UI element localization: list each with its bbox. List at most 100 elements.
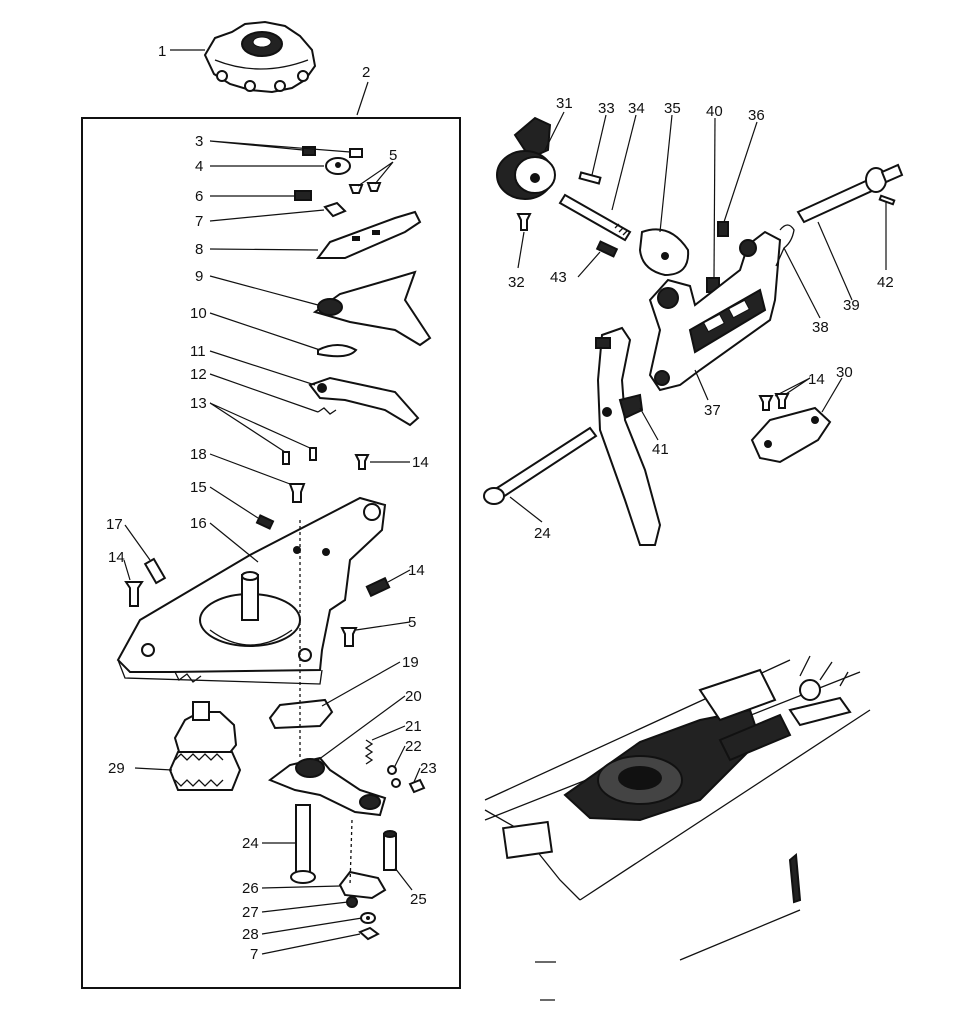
part-29-gears — [168, 701, 242, 791]
part-16-base-plate — [116, 496, 387, 685]
label-36: 36 — [748, 107, 765, 124]
part-7-nut-b — [358, 926, 380, 941]
label-22: 22 — [405, 738, 422, 755]
label-27: 27 — [242, 904, 259, 921]
part-35-cam — [638, 228, 690, 277]
part-3-screws — [302, 146, 363, 158]
label-34: 34 — [628, 100, 645, 117]
label-32: 32 — [508, 274, 525, 291]
label-1: 1 — [158, 43, 166, 60]
part-21-spring — [364, 739, 374, 765]
label-3: 3 — [195, 133, 203, 150]
label-28: 28 — [242, 926, 259, 943]
label-17: 17 — [106, 516, 123, 533]
part-37-frame — [648, 230, 782, 392]
label-2: 2 — [362, 64, 370, 81]
label-16: 16 — [190, 515, 207, 532]
part-34-shaft — [558, 193, 632, 242]
label-19: 19 — [402, 654, 419, 671]
label-30: 30 — [836, 364, 853, 381]
label-14-b: 14 — [108, 549, 125, 566]
label-14-c: 14 — [408, 562, 425, 579]
part-26-plate — [338, 870, 387, 900]
part-25-pin — [383, 830, 397, 871]
label-15: 15 — [190, 479, 207, 496]
label-11: 11 — [190, 343, 206, 360]
label-26: 26 — [242, 880, 259, 897]
part-6-screw — [294, 190, 312, 201]
assembly-frame — [81, 117, 461, 989]
label-14-right: 14 — [808, 371, 825, 388]
part-5-screw-b — [340, 627, 358, 647]
label-8: 8 — [195, 241, 203, 258]
part-22-screw — [387, 765, 401, 788]
part-24-shaft — [290, 804, 316, 884]
part-24-shaft-b — [483, 426, 598, 505]
label-33: 33 — [598, 100, 615, 117]
part-8-plate — [316, 210, 422, 259]
label-29: 29 — [108, 760, 125, 777]
part-36-pin — [717, 221, 729, 237]
label-31: 31 — [556, 95, 573, 112]
label-38: 38 — [812, 319, 829, 336]
label-21: 21 — [405, 718, 422, 735]
label-24-b: 24 — [534, 525, 551, 542]
label-5-b: 5 — [408, 614, 416, 631]
label-39: 39 — [843, 297, 860, 314]
part-18-screw — [288, 483, 306, 503]
part-38-spring — [775, 224, 795, 267]
part-14-screw-c — [365, 576, 391, 598]
leader-lines — [123, 49, 887, 955]
label-18: 18 — [190, 446, 207, 463]
label-6: 6 — [195, 188, 203, 205]
part-19-bracket — [268, 698, 334, 730]
label-25: 25 — [410, 891, 427, 908]
label-37: 37 — [704, 402, 721, 419]
label-14-a: 14 — [412, 454, 429, 471]
part-23-screw — [408, 778, 426, 794]
label-10: 10 — [190, 305, 207, 322]
part-14-screw-a — [354, 454, 370, 470]
part-32-screw — [516, 213, 532, 231]
label-9: 9 — [195, 268, 203, 285]
label-23: 23 — [420, 760, 437, 777]
label-42: 42 — [877, 274, 894, 291]
part-17-pin — [143, 557, 167, 585]
machine-inset-view — [484, 655, 871, 1001]
part-31-knob — [496, 116, 556, 200]
part-43-screw — [595, 240, 619, 258]
part-41-lever — [595, 326, 662, 546]
part-39-shaft — [796, 163, 904, 224]
label-20: 20 — [405, 688, 422, 705]
part-11-link — [308, 376, 420, 427]
label-24: 24 — [242, 835, 259, 852]
part-15-screw — [255, 514, 275, 530]
part-14-screws-right — [758, 393, 790, 411]
part-7-nut — [323, 201, 347, 218]
part-33-pin — [578, 171, 602, 185]
part-4-nut — [325, 157, 351, 175]
part-5-screws — [348, 182, 382, 194]
label-7-b: 7 — [250, 946, 258, 963]
callout-labels: 1 2 3 4 5 6 7 8 9 10 11 12 13 18 14 15 1… — [106, 43, 894, 963]
label-43: 43 — [550, 269, 567, 286]
label-5: 5 — [389, 147, 397, 164]
part-42-pin — [878, 194, 896, 206]
part-27-screw — [346, 896, 358, 908]
part-28-washer — [360, 912, 376, 924]
label-35: 35 — [664, 100, 681, 117]
part-13-pins — [282, 447, 317, 465]
label-7: 7 — [195, 213, 203, 230]
label-41: 41 — [652, 441, 669, 458]
part-10-spring — [317, 344, 358, 358]
part-14-screw-b — [124, 581, 144, 607]
part-30-plate — [750, 406, 832, 464]
part-9-lever — [312, 270, 432, 347]
label-40: 40 — [706, 103, 723, 120]
part-12-clip — [317, 407, 337, 415]
label-12: 12 — [190, 366, 207, 383]
part-20-arm — [267, 756, 387, 817]
label-4: 4 — [195, 158, 203, 175]
label-13: 13 — [190, 395, 207, 412]
